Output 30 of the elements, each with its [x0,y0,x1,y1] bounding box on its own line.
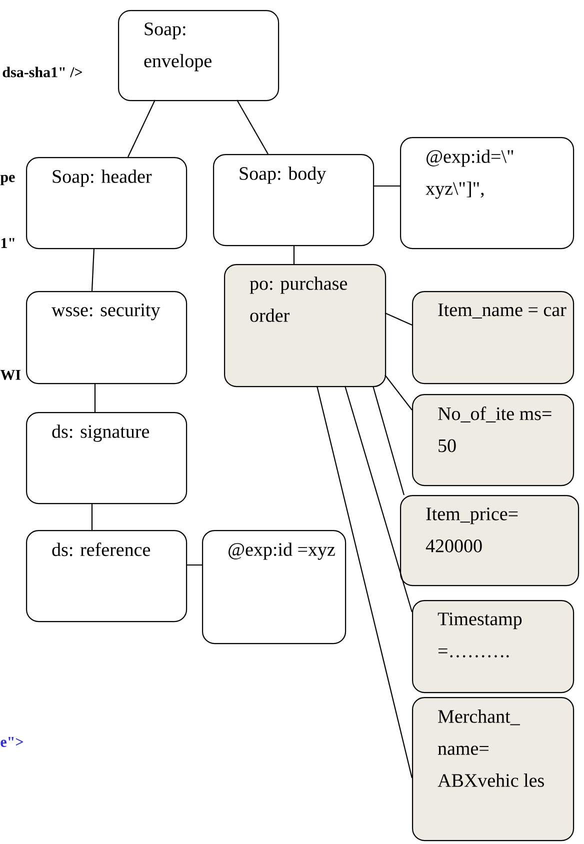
attribute-box: Item_price= 420000 [400,495,580,586]
connector-line [91,503,93,530]
element-box: @exp:id=\" xyz\"]", [400,137,574,250]
code-fragment: WI [0,370,21,380]
attribute-box: Merchant_ name= ABXvehic les [412,697,574,842]
code-fragment: e"> [0,737,23,747]
connector-line [91,248,95,292]
element-box: ds: reference [26,530,188,622]
element-box: wsse: security [26,291,188,384]
connector-line [384,374,412,410]
connector-line [373,185,400,187]
connector-line [384,312,412,326]
connector-line [94,383,96,412]
element-box: ds: signature [26,412,188,504]
attribute-box: No_of_ite ms= 50 [412,394,574,486]
connector-line [372,386,405,496]
attribute-box: Timestamp =………. [412,600,574,694]
connector-line [316,386,413,778]
attribute-box: Item_name = car [412,291,574,384]
connector-line [293,245,295,264]
element-box: Soap: envelope [118,10,280,102]
connector-line [186,564,202,566]
element-box: Soap: header [26,157,188,250]
connector-line [236,100,268,154]
code-fragment: dsa-sha1" /> [2,66,82,78]
element-box: @exp:id =xyz [202,530,346,644]
element-box: Soap: body [213,154,374,246]
attribute-box: po: purchase order [224,264,386,388]
connector-line [128,100,156,158]
connector-line [344,386,413,612]
